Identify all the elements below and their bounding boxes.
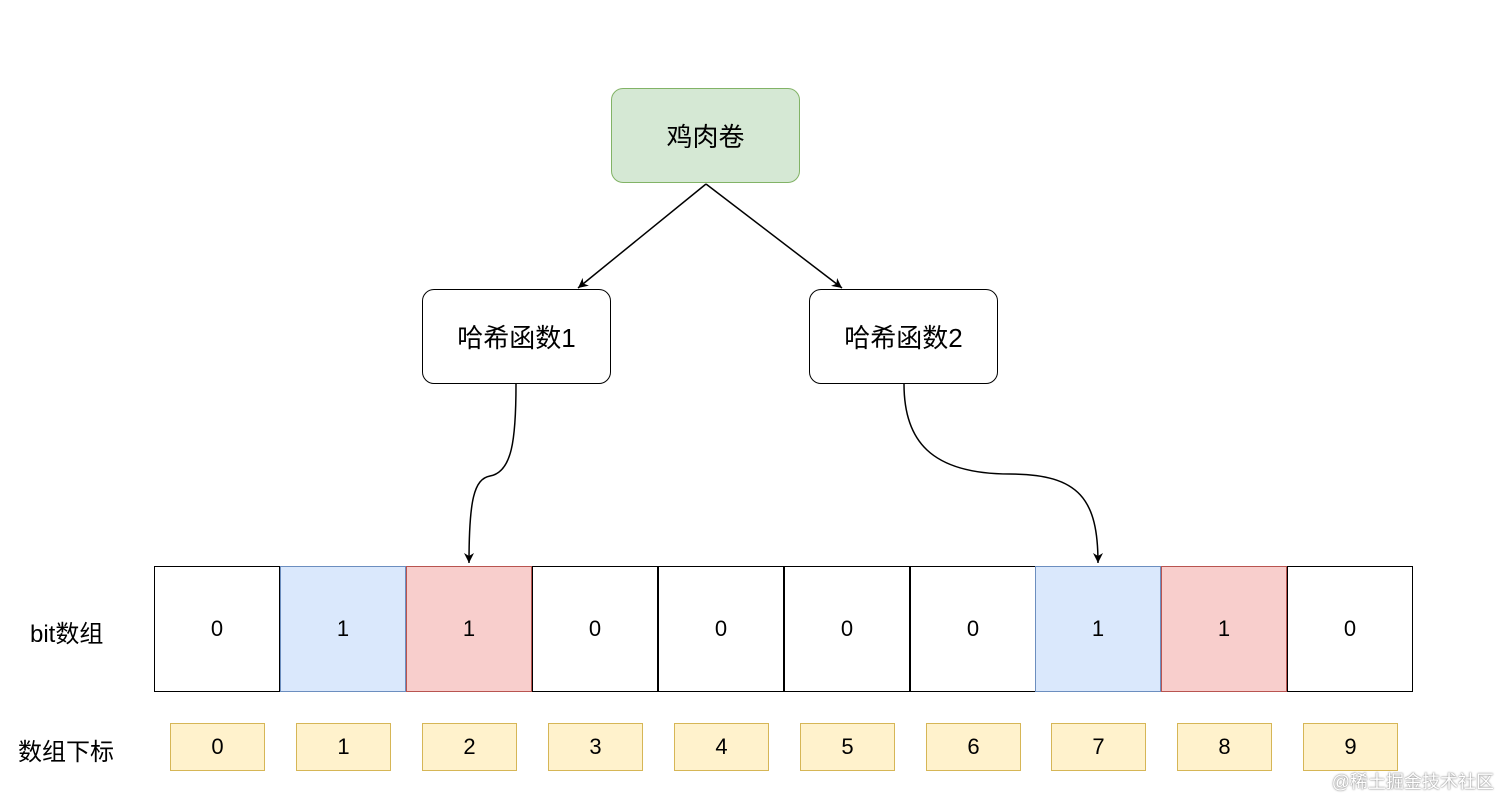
bit-array-label: bit数组	[30, 621, 104, 648]
index-cell-7: 7	[1051, 723, 1146, 771]
index-cell-6: 6	[926, 723, 1021, 771]
edge-hash2-to-bit-7	[903, 383, 1103, 564]
bit-cell-0: 0	[154, 566, 280, 692]
edge-root-to-hash2	[705, 183, 843, 289]
index-cell-9: 9	[1303, 723, 1398, 771]
index-cell-3: 3	[548, 723, 643, 771]
edge-hash1-to-bit-2	[464, 383, 517, 564]
array-index-label: 数组下标	[18, 739, 114, 766]
bit-cell-9: 0	[1287, 566, 1413, 692]
index-cell-0: 0	[170, 723, 265, 771]
hash-function-1-node: 哈希函数1	[422, 289, 611, 384]
bit-cell-4: 0	[658, 566, 784, 692]
edge-root-to-hash1	[577, 183, 707, 289]
bit-cell-2: 1	[406, 566, 532, 692]
bit-cell-8: 1	[1161, 566, 1287, 692]
index-cell-8: 8	[1177, 723, 1272, 771]
bit-cell-5: 0	[784, 566, 910, 692]
hash-function-2-node: 哈希函数2	[809, 289, 998, 384]
bit-cell-6: 0	[910, 566, 1036, 692]
index-cell-2: 2	[422, 723, 517, 771]
index-cell-5: 5	[800, 723, 895, 771]
bit-cell-7: 1	[1035, 566, 1161, 692]
root-node: 鸡肉卷	[611, 88, 800, 183]
hash-function-2-label: 哈希函数2	[844, 323, 963, 353]
index-cell-1: 1	[296, 723, 391, 771]
bit-cell-1: 1	[280, 566, 406, 692]
hash-function-1-label: 哈希函数1	[457, 323, 576, 353]
index-cell-4: 4	[674, 723, 769, 771]
root-node-label: 鸡肉卷	[666, 122, 745, 152]
watermark: @稀土掘金技术社区	[1331, 772, 1494, 792]
bit-cell-3: 0	[532, 566, 658, 692]
